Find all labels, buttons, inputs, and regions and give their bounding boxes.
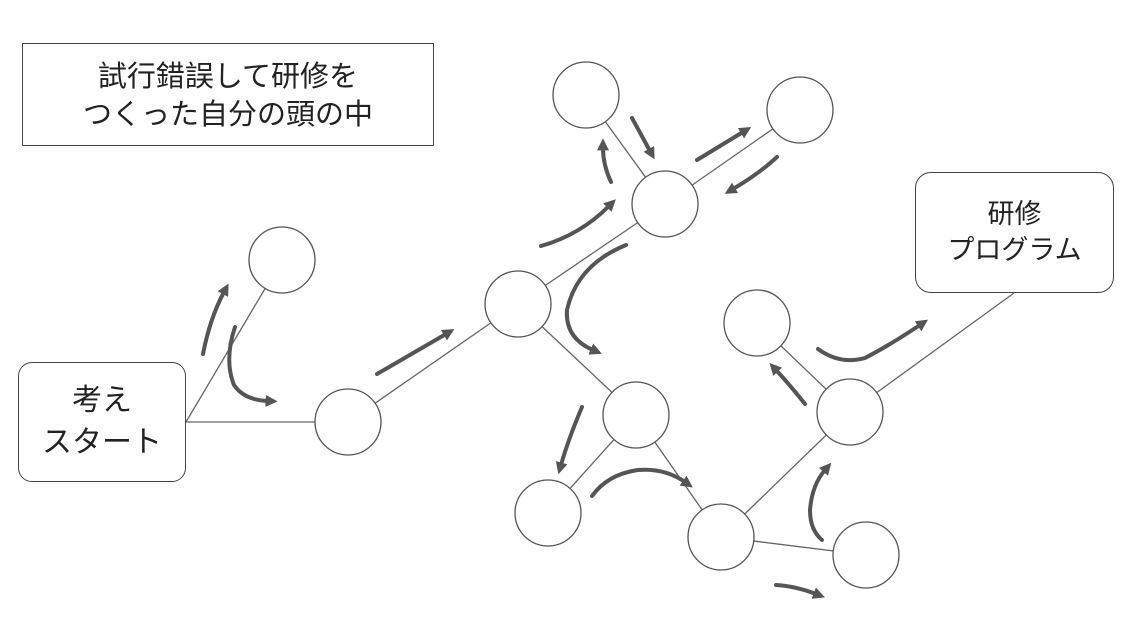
start-line-1: 考え	[72, 383, 132, 418]
node-i	[687, 503, 755, 571]
arrow-to-d	[539, 199, 616, 248]
node-c	[484, 270, 552, 338]
node-k	[816, 378, 884, 446]
node-b	[248, 226, 316, 294]
node-g	[602, 381, 670, 449]
node-d	[631, 170, 699, 238]
arrow-up-to-b	[201, 283, 229, 356]
node-h	[514, 479, 582, 547]
node-e	[552, 61, 620, 129]
arrow-to-j	[774, 583, 825, 599]
arrow-back-from-b	[227, 325, 278, 407]
arrow-to-f	[695, 127, 752, 162]
arrow-to-c	[375, 329, 455, 376]
node-f	[766, 76, 834, 144]
arrow-back-from-f	[724, 155, 779, 194]
arrow-back-from-e	[630, 116, 655, 160]
start-box: 考え スタート	[18, 362, 186, 482]
goal-line-1: 研修	[987, 198, 1042, 230]
arrow-to-h	[555, 405, 584, 475]
node-j	[832, 521, 900, 589]
arrows	[201, 116, 928, 599]
arrow-to-goal	[816, 319, 928, 363]
node-l	[723, 289, 791, 357]
arrow-up-to-k	[807, 462, 832, 542]
edge-k-goal	[849, 292, 1015, 413]
node-a	[314, 388, 382, 456]
arrow-to-i	[590, 467, 693, 498]
title-line-2: つくった自分の頭の中	[82, 96, 373, 131]
title-line-1: 試行錯誤して研修を	[97, 58, 359, 93]
arrow-up-to-e	[597, 138, 613, 184]
goal-box: 研修 プログラム	[915, 172, 1114, 293]
edge-a-c	[347, 303, 519, 423]
goal-line-2: プログラム	[947, 234, 1082, 266]
arrow-down-toward-g	[564, 243, 628, 355]
start-line-2: スタート	[42, 425, 162, 460]
arrow-to-l	[769, 362, 807, 406]
nodes	[248, 61, 900, 589]
title-box: 試行錯誤して研修を つくった自分の頭の中	[22, 43, 434, 146]
